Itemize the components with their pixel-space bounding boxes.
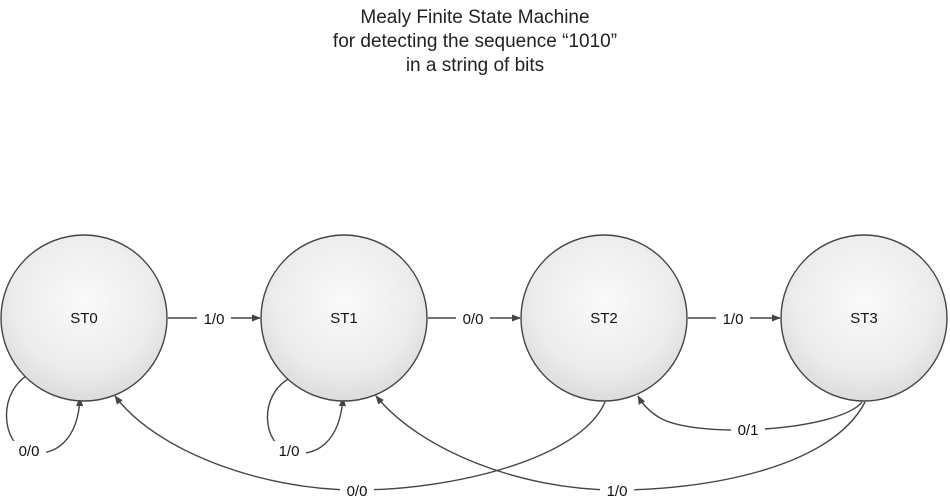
state-st1: ST1 [260, 234, 428, 402]
label-st0-self: 0/0 [19, 443, 40, 460]
state-st3-label: ST3 [850, 310, 878, 327]
label-st2-to-st0: 0/0 [347, 483, 368, 500]
state-st1-label: ST1 [330, 310, 358, 327]
label-st3-to-st1: 1/0 [607, 483, 628, 500]
title-line-2: for detecting the sequence “1010” [332, 31, 618, 52]
transition-st0-to-st1: 1/0 [168, 309, 261, 328]
title-line-1: Mealy Finite State Machine [360, 7, 590, 28]
transition-st1-self: 1/0 [266, 377, 347, 460]
transition-st2-to-st3: 1/0 [688, 309, 781, 328]
state-st2-label: ST2 [590, 310, 618, 327]
transition-st1-to-st2: 0/0 [428, 309, 521, 328]
state-st2: ST2 [520, 234, 688, 402]
diagram-title: Mealy Finite State Machine for detecting… [0, 6, 950, 78]
transition-st0-self: 0/0 [5, 371, 84, 460]
label-st1-self: 1/0 [279, 443, 300, 460]
transition-st3-to-st1: 1/0 [375, 395, 866, 500]
transition-st3-to-st2: 0/1 [637, 395, 863, 439]
state-st0-label: ST0 [70, 310, 98, 327]
label-st3-to-st2: 0/1 [738, 422, 759, 439]
label-st1-to-st2: 0/0 [463, 311, 484, 328]
state-st0: ST0 [0, 234, 168, 402]
label-st2-to-st3: 1/0 [723, 311, 744, 328]
title-line-3: in a string of bits [405, 55, 545, 76]
label-st0-to-st1: 1/0 [204, 311, 225, 328]
transition-st2-to-st0: 0/0 [114, 395, 606, 500]
state-st3: ST3 [780, 234, 948, 402]
